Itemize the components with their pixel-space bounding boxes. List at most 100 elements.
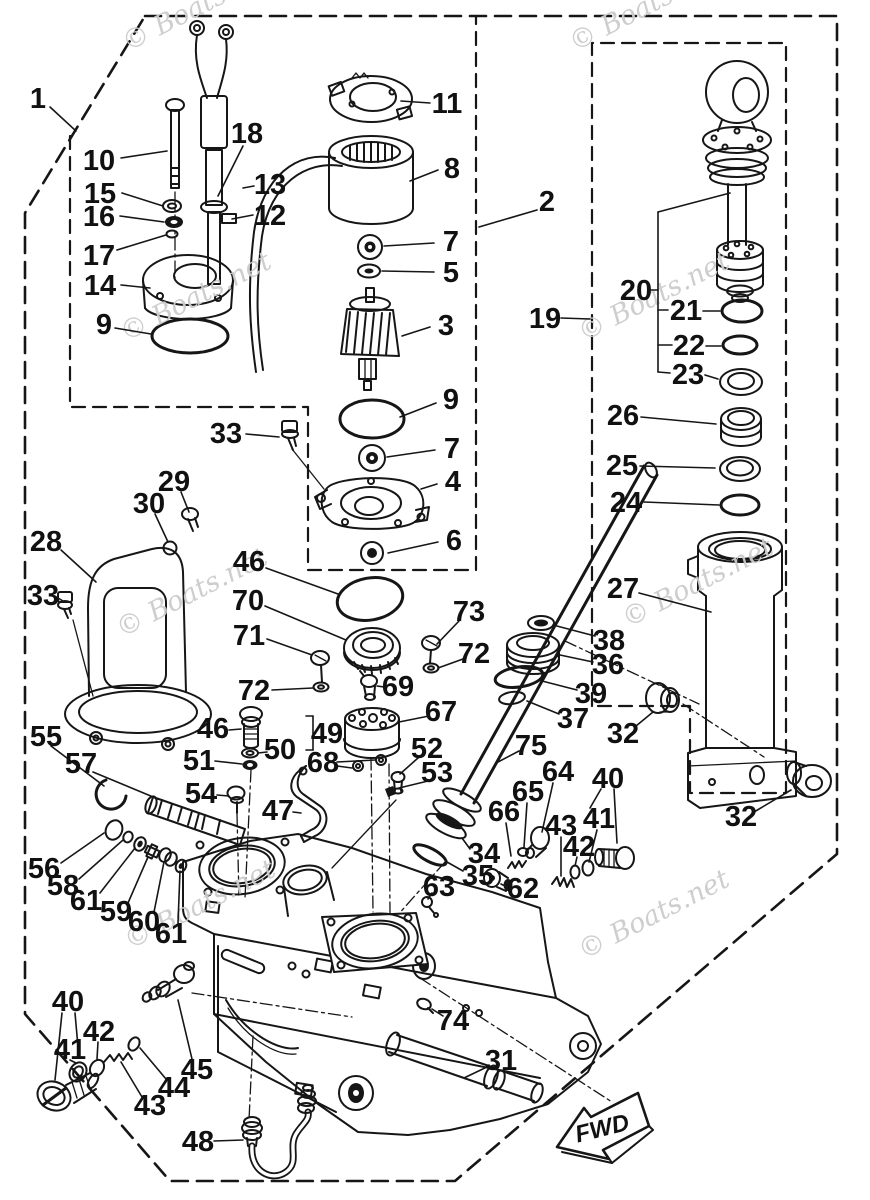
part-label-41[interactable]: 41 [54, 1034, 86, 1066]
part-label-1[interactable]: 1 [30, 83, 46, 115]
part-label-16[interactable]: 16 [83, 201, 115, 233]
seal-ring-25 [719, 456, 761, 482]
part-label-51[interactable]: 51 [183, 745, 215, 777]
part-label-18[interactable]: 18 [231, 118, 263, 150]
part-label-29[interactable]: 29 [158, 466, 190, 498]
part-label-48[interactable]: 48 [182, 1126, 214, 1158]
part-label-65[interactable]: 65 [512, 776, 544, 808]
part-label-58[interactable]: 58 [47, 870, 79, 902]
sleeve-60 [158, 847, 178, 867]
leader-line-72 [271, 687, 314, 691]
part-label-74[interactable]: 74 [437, 1005, 469, 1037]
part-label-36[interactable]: 36 [592, 649, 624, 681]
part-label-22[interactable]: 22 [673, 330, 705, 362]
part-label-70[interactable]: 70 [232, 585, 264, 617]
part-label-52[interactable]: 52 [411, 733, 443, 765]
part-label-61[interactable]: 61 [155, 918, 187, 950]
part-label-39[interactable]: 39 [575, 678, 607, 710]
part-label-67[interactable]: 67 [425, 696, 457, 728]
part-label-46[interactable]: 46 [197, 713, 229, 745]
part-label-9[interactable]: 9 [96, 309, 112, 341]
screw-73 [421, 635, 441, 664]
leader-line-41 [588, 829, 598, 863]
part-label-72[interactable]: 72 [238, 675, 270, 707]
part-label-47[interactable]: 47 [262, 795, 294, 827]
part-label-30[interactable]: 30 [133, 488, 165, 520]
part-label-32[interactable]: 32 [725, 801, 757, 833]
part-label-66[interactable]: 66 [488, 796, 520, 828]
part-label-11[interactable]: 11 [432, 88, 463, 120]
part-label-21[interactable]: 21 [670, 295, 702, 327]
part-label-2[interactable]: 2 [539, 186, 555, 218]
part-label-35[interactable]: 35 [462, 860, 494, 892]
part-label-69[interactable]: 69 [382, 671, 414, 703]
part-label-73[interactable]: 73 [453, 596, 485, 628]
part-label-14[interactable]: 14 [84, 270, 116, 302]
part-label-6[interactable]: 6 [446, 525, 462, 557]
part-label-56[interactable]: 56 [28, 853, 60, 885]
part-label-10[interactable]: 10 [83, 145, 115, 177]
part-label-41[interactable]: 41 [583, 803, 615, 835]
part-label-5[interactable]: 5 [443, 257, 459, 289]
part-label-54[interactable]: 54 [185, 778, 217, 810]
part-label-45[interactable]: 45 [181, 1054, 213, 1086]
part-label-8[interactable]: 8 [444, 153, 460, 185]
part-label-46[interactable]: 46 [233, 546, 265, 578]
part-label-33[interactable]: 33 [210, 418, 242, 450]
part-label-53[interactable]: 53 [421, 757, 453, 789]
part-label-75[interactable]: 75 [515, 730, 547, 762]
o-ring-9b [338, 398, 406, 440]
part-label-25[interactable]: 25 [606, 450, 638, 482]
part-label-42[interactable]: 42 [83, 1016, 115, 1048]
fwd-label: FWD [572, 1109, 632, 1148]
part-label-24[interactable]: 24 [610, 487, 642, 519]
part-label-9[interactable]: 9 [443, 384, 459, 416]
part-label-7[interactable]: 7 [444, 433, 460, 465]
part-label-37[interactable]: 37 [557, 703, 589, 735]
part-label-13[interactable]: 13 [254, 169, 286, 201]
part-label-71[interactable]: 71 [233, 620, 265, 652]
part-label-4[interactable]: 4 [445, 466, 461, 498]
part-label-15[interactable]: 15 [84, 178, 116, 210]
part-label-17[interactable]: 17 [83, 240, 115, 272]
leader-line-32 [635, 711, 654, 727]
part-label-57[interactable]: 57 [65, 748, 97, 780]
end-boss [569, 1032, 597, 1060]
part-label-7[interactable]: 7 [443, 226, 459, 258]
leader-line-39 [541, 680, 578, 691]
ball-30 [162, 540, 178, 556]
part-label-72[interactable]: 72 [458, 638, 490, 670]
part-label-40[interactable]: 40 [52, 986, 84, 1018]
part-label-50[interactable]: 50 [264, 734, 296, 766]
part-label-31[interactable]: 31 [485, 1045, 517, 1077]
part-label-33[interactable]: 33 [27, 580, 59, 612]
part-label-26[interactable]: 26 [607, 400, 639, 432]
part-label-42[interactable]: 42 [563, 831, 595, 863]
part-label-28[interactable]: 28 [30, 526, 62, 558]
part-label-34[interactable]: 34 [468, 838, 500, 870]
part-label-43[interactable]: 43 [545, 810, 577, 842]
part-label-12[interactable]: 12 [254, 200, 286, 232]
part-label-59[interactable]: 59 [100, 896, 132, 928]
part-label-38[interactable]: 38 [593, 625, 625, 657]
part-label-27[interactable]: 27 [607, 573, 639, 605]
part-label-23[interactable]: 23 [672, 359, 704, 391]
part-label-64[interactable]: 64 [542, 756, 574, 788]
leader-line-73 [436, 620, 460, 645]
leader-line-7 [386, 449, 436, 458]
part-label-49[interactable]: 49 [311, 718, 343, 750]
part-label-55[interactable]: 55 [30, 721, 62, 753]
part-label-20[interactable]: 20 [620, 275, 652, 307]
part-label-19[interactable]: 19 [529, 303, 561, 335]
part-label-3[interactable]: 3 [438, 310, 454, 342]
part-label-68[interactable]: 68 [307, 747, 339, 779]
part-label-62[interactable]: 62 [507, 873, 539, 905]
part-label-40[interactable]: 40 [592, 763, 624, 795]
part-label-60[interactable]: 60 [128, 906, 160, 938]
part-label-61[interactable]: 61 [70, 885, 102, 917]
part-label-43[interactable]: 43 [134, 1090, 166, 1122]
leader-line-44 [139, 1047, 167, 1080]
part-label-63[interactable]: 63 [423, 871, 455, 903]
part-label-44[interactable]: 44 [158, 1072, 190, 1104]
part-label-32[interactable]: 32 [607, 718, 639, 750]
